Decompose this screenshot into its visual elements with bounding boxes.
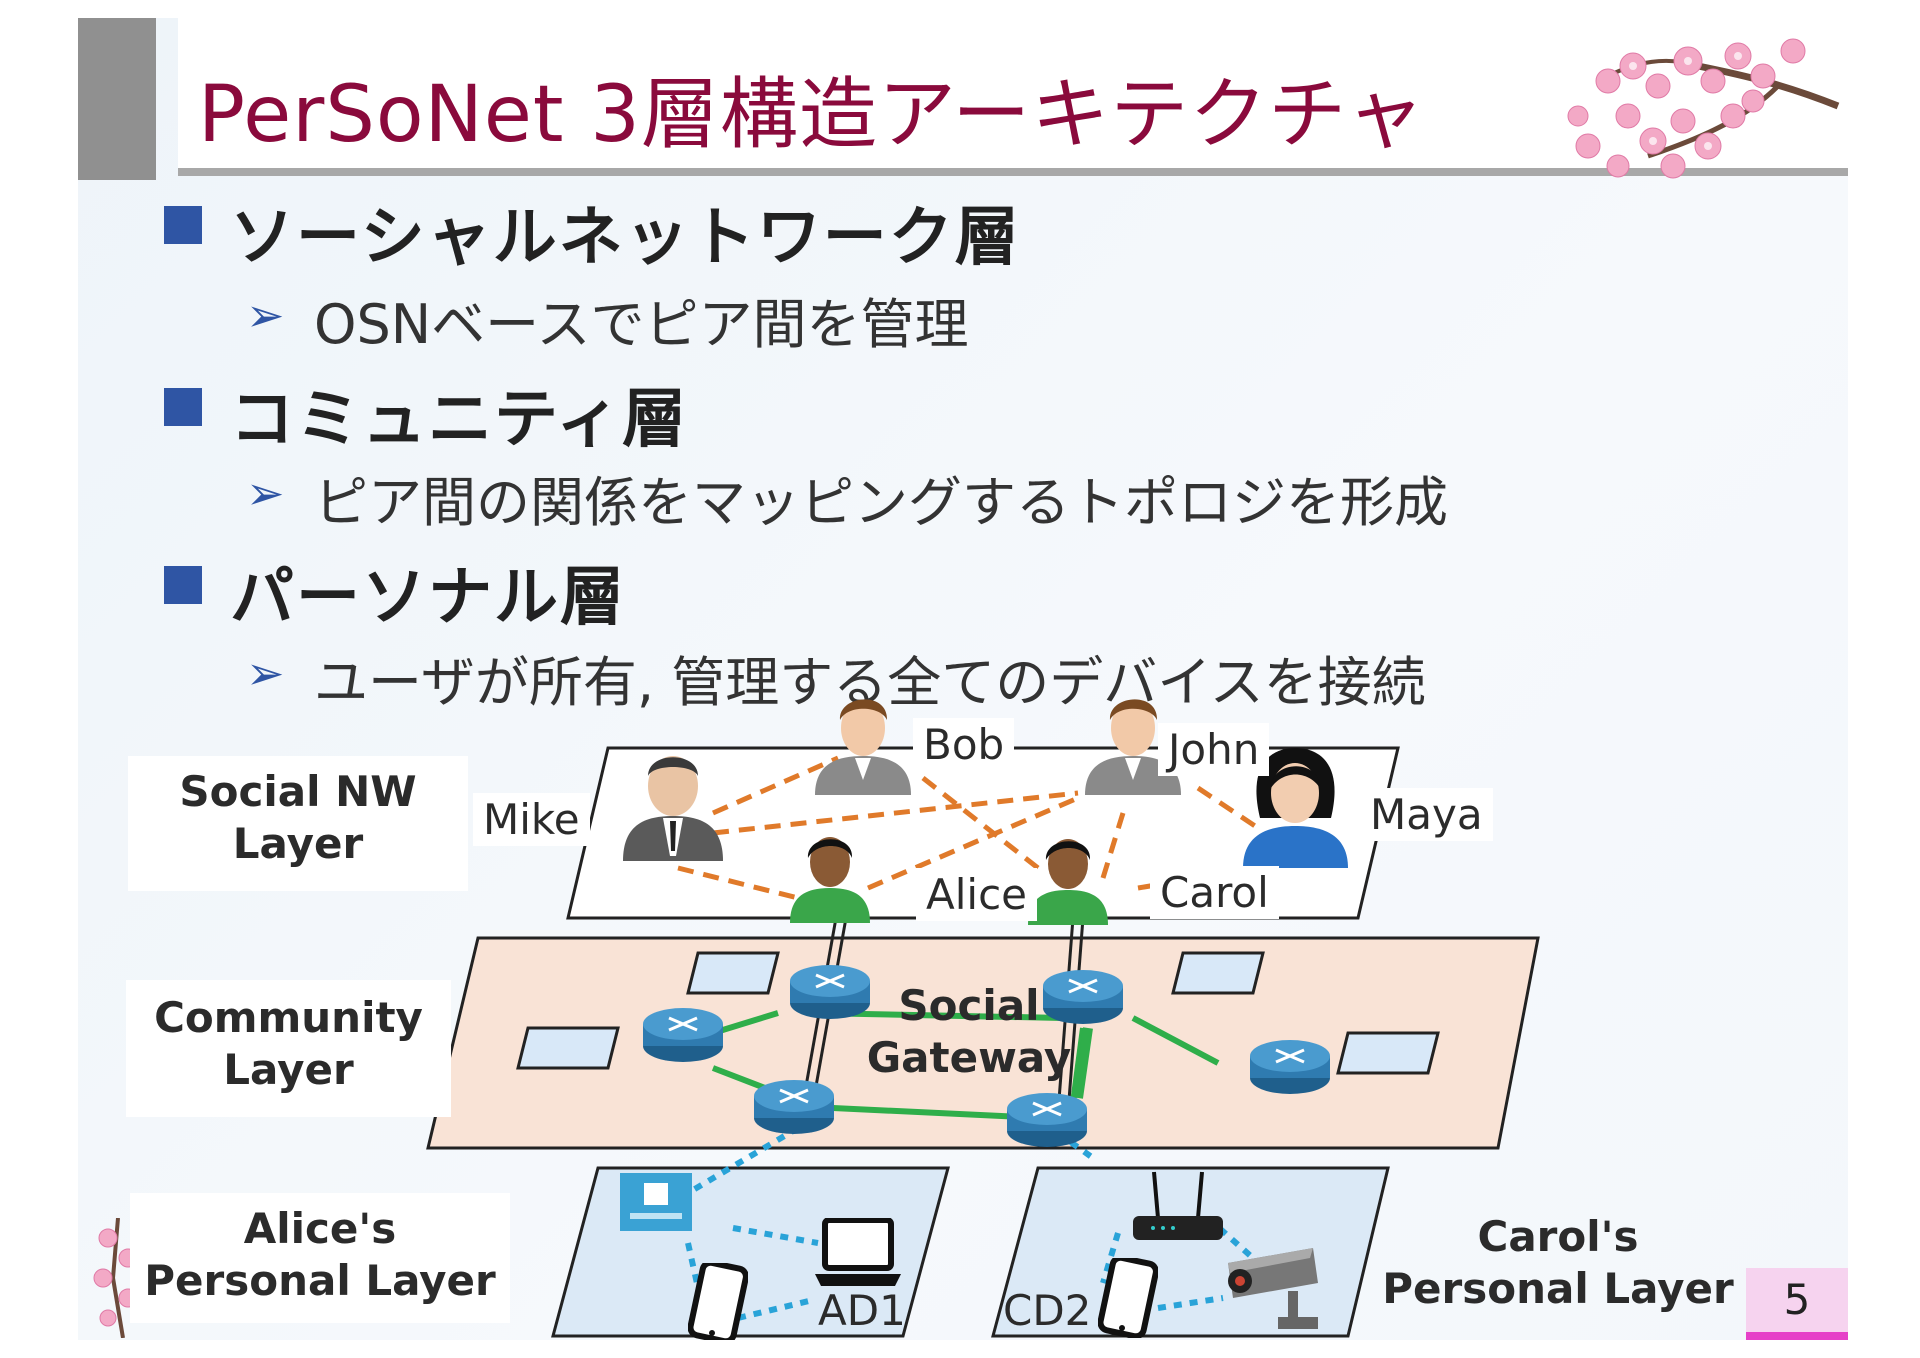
bullet-heading-personal: パーソナル層 (230, 561, 626, 635)
smartphone-icon (688, 1263, 748, 1340)
name-alice: Alice (916, 868, 1038, 921)
slide: PerSoNet 3層構造アーキテクチャ ソーシャルネットワーク層 ➢ OSNベ… (78, 18, 1848, 1340)
monitor-icon (620, 1173, 692, 1231)
slide-title: PerSoNet 3層構造アーキテクチャ (198, 70, 1426, 160)
bullet-heading-social: ソーシャルネットワーク層 (230, 201, 1021, 275)
person-icon-alice (790, 837, 870, 923)
device-label-ad1: AD1 (818, 1286, 906, 1335)
sub-bullet-arrow-icon: ➢ (246, 466, 285, 520)
title-bar (178, 18, 1848, 176)
wifi-router-icon (1133, 1171, 1223, 1240)
label-carol-personal-layer: Carol's Personal Layer (1382, 1212, 1734, 1313)
label-social-layer: Social NW Layer (128, 756, 468, 891)
label-alice-personal-layer: Alice's Personal Layer (130, 1193, 510, 1323)
person-icon-john (1085, 699, 1181, 795)
router-icon (790, 965, 870, 1019)
name-maya: Maya (1360, 788, 1493, 841)
device-label-cd2: CD2 (1003, 1286, 1092, 1335)
architecture-diagram (426, 746, 1540, 1338)
host-box (1336, 1031, 1440, 1075)
person-icon-maya (1243, 748, 1348, 868)
router-icon (643, 1008, 723, 1062)
router-icon (1250, 1040, 1330, 1094)
bullet-marker (164, 206, 202, 244)
bullet-heading-community: コミュニティ層 (230, 383, 689, 457)
host-box (686, 951, 780, 995)
social-gateway-label: Social Gateway (866, 981, 1072, 1082)
host-box (516, 1026, 620, 1070)
host-box (1171, 951, 1265, 995)
page-number: 5 (1746, 1268, 1848, 1340)
security-camera-icon (1228, 1248, 1318, 1329)
cherry-blossom-icon (93, 1218, 138, 1338)
router-icon (754, 1080, 834, 1134)
title-accent-block (78, 18, 156, 180)
bullet-marker (164, 388, 202, 426)
bullet-marker (164, 566, 202, 604)
person-icon-bob (815, 699, 911, 795)
laptop-icon (815, 1218, 901, 1286)
cherry-blossom-icon (1567, 38, 1840, 179)
sub-bullet-arrow-icon: ➢ (246, 288, 285, 342)
person-icon-mike (623, 756, 723, 861)
name-carol: Carol (1150, 866, 1279, 919)
label-community-layer: Community Layer (126, 980, 451, 1117)
sub-bullet-arrow-icon: ➢ (246, 646, 285, 700)
bullet-sub-social: OSNベースでピア間を管理 (314, 293, 969, 356)
name-john: John (1158, 723, 1270, 776)
name-mike: Mike (473, 793, 590, 846)
person-icon-carol (1028, 839, 1108, 925)
router-icon (1043, 970, 1123, 1024)
smartphone-icon (1098, 1258, 1158, 1338)
bullet-sub-community: ピア間の関係をマッピングするトポロジを形成 (314, 471, 1448, 534)
router-icon (1007, 1093, 1087, 1147)
name-bob: Bob (913, 718, 1015, 771)
